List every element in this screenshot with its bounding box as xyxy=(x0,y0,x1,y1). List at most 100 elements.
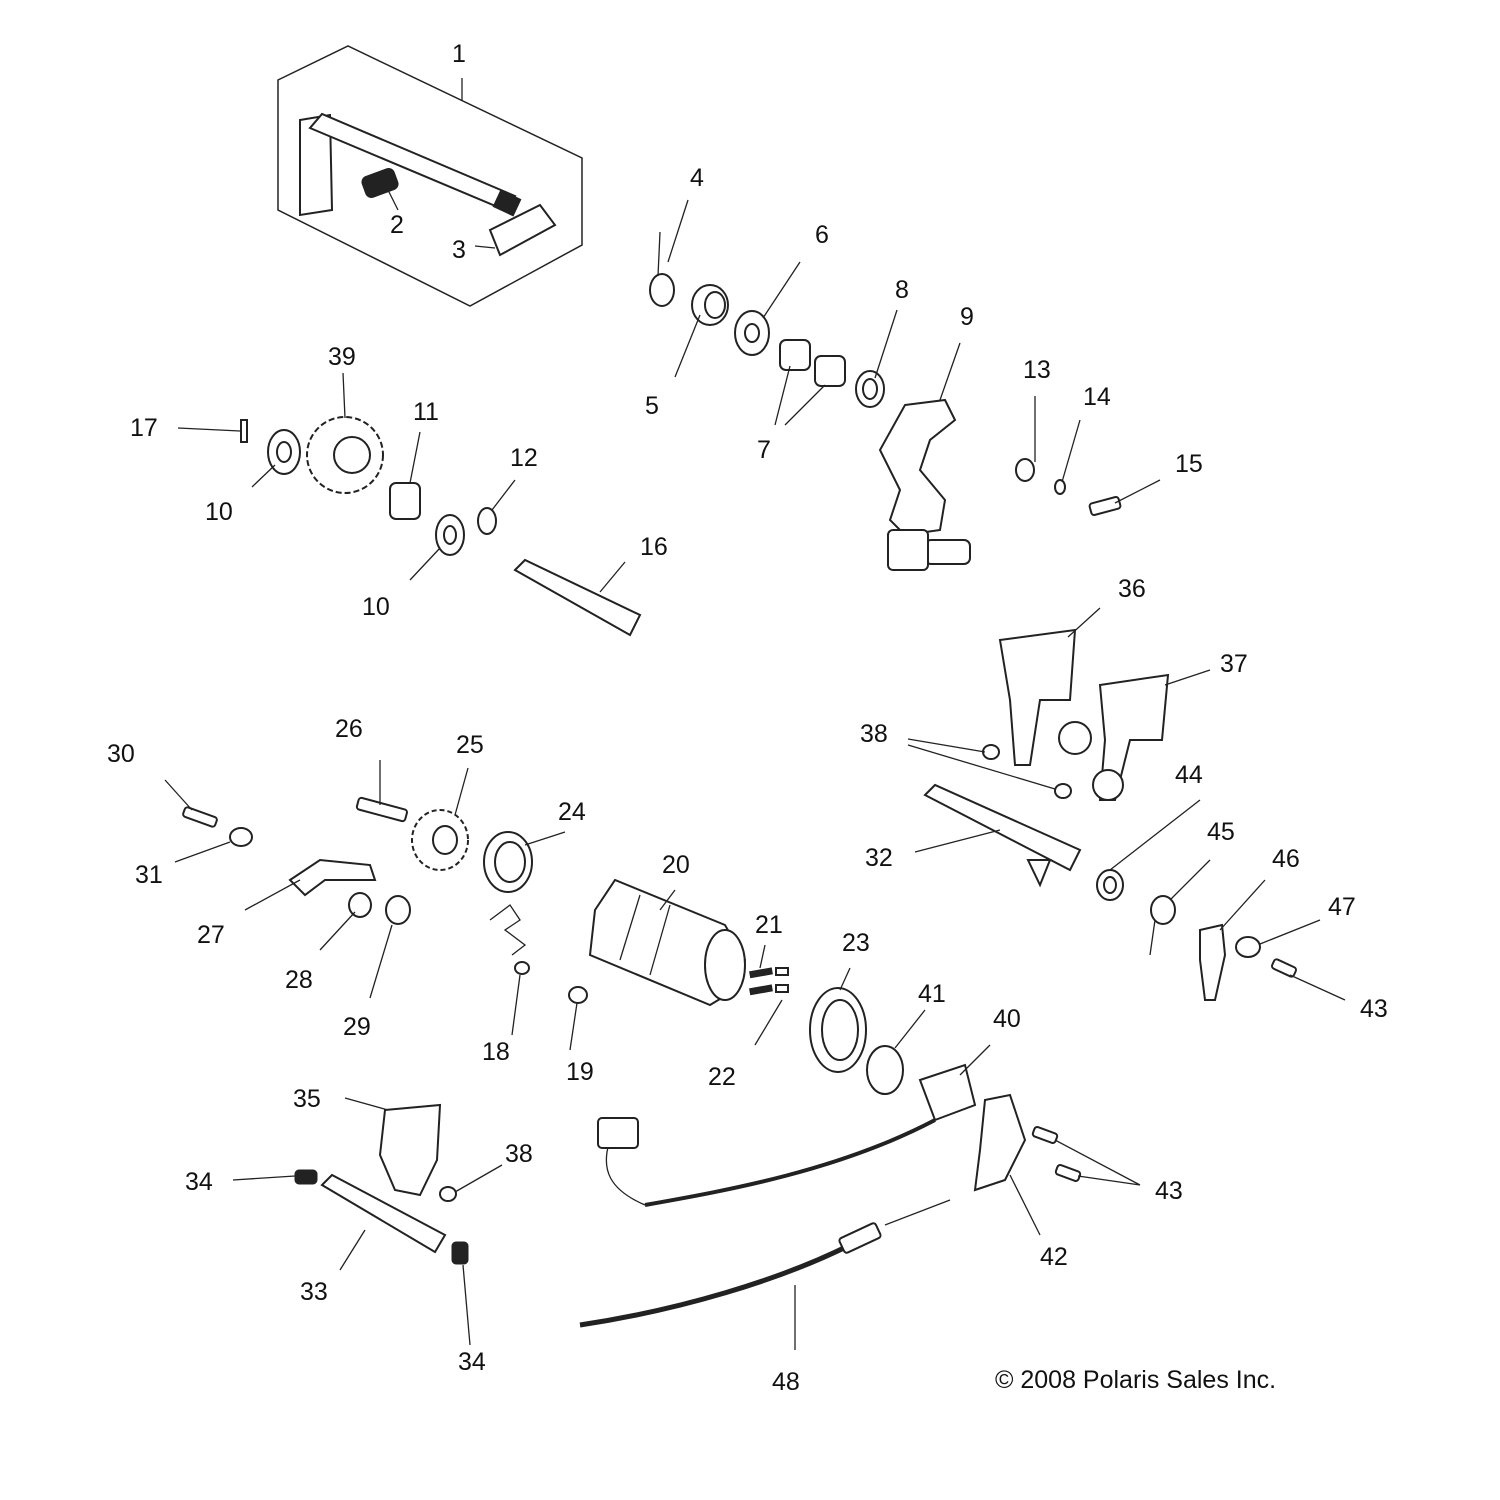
part-29-spring[interactable] xyxy=(385,895,411,925)
part-10-washer-a[interactable] xyxy=(267,429,301,475)
callout-23: 23 xyxy=(842,929,870,957)
callout-16: 16 xyxy=(640,533,668,561)
part-7-needle-bearings[interactable] xyxy=(779,339,846,387)
part-24-bearing[interactable] xyxy=(483,831,533,893)
callout-22: 22 xyxy=(708,1063,736,1091)
part-1-shift-shaft-assembly[interactable] xyxy=(277,45,583,307)
callout-33: 33 xyxy=(300,1278,328,1306)
leader-lines xyxy=(164,189,1346,1350)
callout-13: 13 xyxy=(1023,356,1051,384)
callout-44: 44 xyxy=(1175,761,1203,789)
part-31-washer[interactable] xyxy=(229,827,253,847)
part-4-spring[interactable] xyxy=(649,231,675,307)
part-16-shaft[interactable] xyxy=(513,558,642,637)
callout-37: 37 xyxy=(1220,650,1248,678)
part-37-shift-fork[interactable] xyxy=(1092,673,1170,801)
part-10-washer-b[interactable] xyxy=(435,514,465,556)
callout-labels: 1 2 3 4 5 6 7 8 9 10 10 11 12 13 14 15 1… xyxy=(107,40,1388,1396)
part-11-bushing[interactable] xyxy=(389,482,421,520)
callout-43b: 43 xyxy=(1155,1177,1183,1205)
part-5-collar[interactable] xyxy=(691,284,729,326)
part-27-arm[interactable] xyxy=(288,858,377,897)
part-41-o-ring[interactable] xyxy=(866,1045,904,1095)
part-36-shift-fork[interactable] xyxy=(998,628,1092,766)
part-12-clip[interactable] xyxy=(477,507,497,535)
part-19-screw[interactable] xyxy=(568,986,588,1004)
callout-45: 45 xyxy=(1207,818,1235,846)
callout-2: 2 xyxy=(390,211,404,239)
copyright-text: © 2008 Polaris Sales Inc. xyxy=(995,1366,1277,1394)
callout-19: 19 xyxy=(566,1058,594,1086)
callout-21: 21 xyxy=(755,911,783,939)
callout-38b: 38 xyxy=(505,1140,533,1168)
part-34-spring-a[interactable] xyxy=(294,1169,318,1185)
part-44-seal[interactable] xyxy=(1096,869,1124,901)
callout-35: 35 xyxy=(293,1085,321,1113)
part-6-washer[interactable] xyxy=(734,310,770,356)
callout-1: 1 xyxy=(452,40,466,68)
callout-10b: 10 xyxy=(362,593,390,621)
part-38-pin-lower[interactable] xyxy=(439,1186,457,1202)
part-20-shift-drum[interactable] xyxy=(588,878,747,1007)
part-15-bolt[interactable] xyxy=(1088,495,1122,517)
part-43-bolts-b[interactable] xyxy=(1031,1126,1082,1182)
callout-34a: 34 xyxy=(185,1168,213,1196)
part-39-gear[interactable] xyxy=(306,416,384,494)
part-34-spring-b[interactable] xyxy=(451,1241,469,1265)
part-17-pin[interactable] xyxy=(240,419,248,443)
part-45-spring[interactable] xyxy=(1149,895,1176,956)
callout-26: 26 xyxy=(335,715,363,743)
callout-12: 12 xyxy=(510,444,538,472)
callout-41: 41 xyxy=(918,980,946,1008)
callout-32: 32 xyxy=(865,844,893,872)
callout-4: 4 xyxy=(690,164,704,192)
callout-39: 39 xyxy=(328,343,356,371)
callout-29: 29 xyxy=(343,1013,371,1041)
callout-40: 40 xyxy=(993,1005,1021,1033)
callout-34b: 34 xyxy=(458,1348,486,1376)
callout-11: 11 xyxy=(413,398,439,426)
assembly-path-line xyxy=(489,904,527,956)
callout-36: 36 xyxy=(1118,575,1146,603)
part-22-pins[interactable] xyxy=(775,967,789,993)
part-42-bracket[interactable] xyxy=(973,1093,1027,1192)
part-46-arm[interactable] xyxy=(1199,923,1227,1001)
part-21-springs[interactable] xyxy=(749,967,773,996)
callout-8: 8 xyxy=(895,276,909,304)
part-28-roller[interactable] xyxy=(348,892,372,918)
part-26-bolt[interactable] xyxy=(355,796,408,823)
callout-30: 30 xyxy=(107,740,135,768)
part-48-cable[interactable] xyxy=(579,1199,951,1328)
part-13-washer[interactable] xyxy=(1015,458,1035,482)
callout-46: 46 xyxy=(1272,845,1300,873)
part-30-bolt[interactable] xyxy=(182,806,218,828)
callout-17: 17 xyxy=(130,414,158,442)
part-9-shift-lever[interactable] xyxy=(878,398,971,571)
part-18-washer[interactable] xyxy=(514,961,530,975)
callout-5: 5 xyxy=(645,392,659,420)
part-25-cam[interactable] xyxy=(411,809,469,871)
callout-43a: 43 xyxy=(1360,995,1388,1023)
callout-47: 47 xyxy=(1328,893,1356,921)
callout-18: 18 xyxy=(482,1038,510,1066)
part-40-sensor[interactable] xyxy=(597,1063,977,1207)
part-32-fork-shaft[interactable] xyxy=(923,783,1082,888)
callout-10a: 10 xyxy=(205,498,233,526)
part-33-fork-shaft[interactable] xyxy=(320,1173,447,1254)
part-43-bolt-a[interactable] xyxy=(1270,958,1298,978)
part-35-shift-fork[interactable] xyxy=(378,1103,442,1197)
part-23-bearing[interactable] xyxy=(809,987,867,1073)
callout-3: 3 xyxy=(452,236,466,264)
callout-20: 20 xyxy=(662,851,690,879)
callout-9: 9 xyxy=(960,303,974,331)
part-8-seal[interactable] xyxy=(855,370,885,408)
callout-28: 28 xyxy=(285,966,313,994)
callout-31: 31 xyxy=(135,861,163,889)
part-14-washer[interactable] xyxy=(1054,479,1066,495)
callout-24: 24 xyxy=(558,798,586,826)
callout-38a: 38 xyxy=(860,720,888,748)
part-47-washer[interactable] xyxy=(1235,936,1261,958)
callout-14: 14 xyxy=(1083,383,1111,411)
callout-27: 27 xyxy=(197,921,225,949)
